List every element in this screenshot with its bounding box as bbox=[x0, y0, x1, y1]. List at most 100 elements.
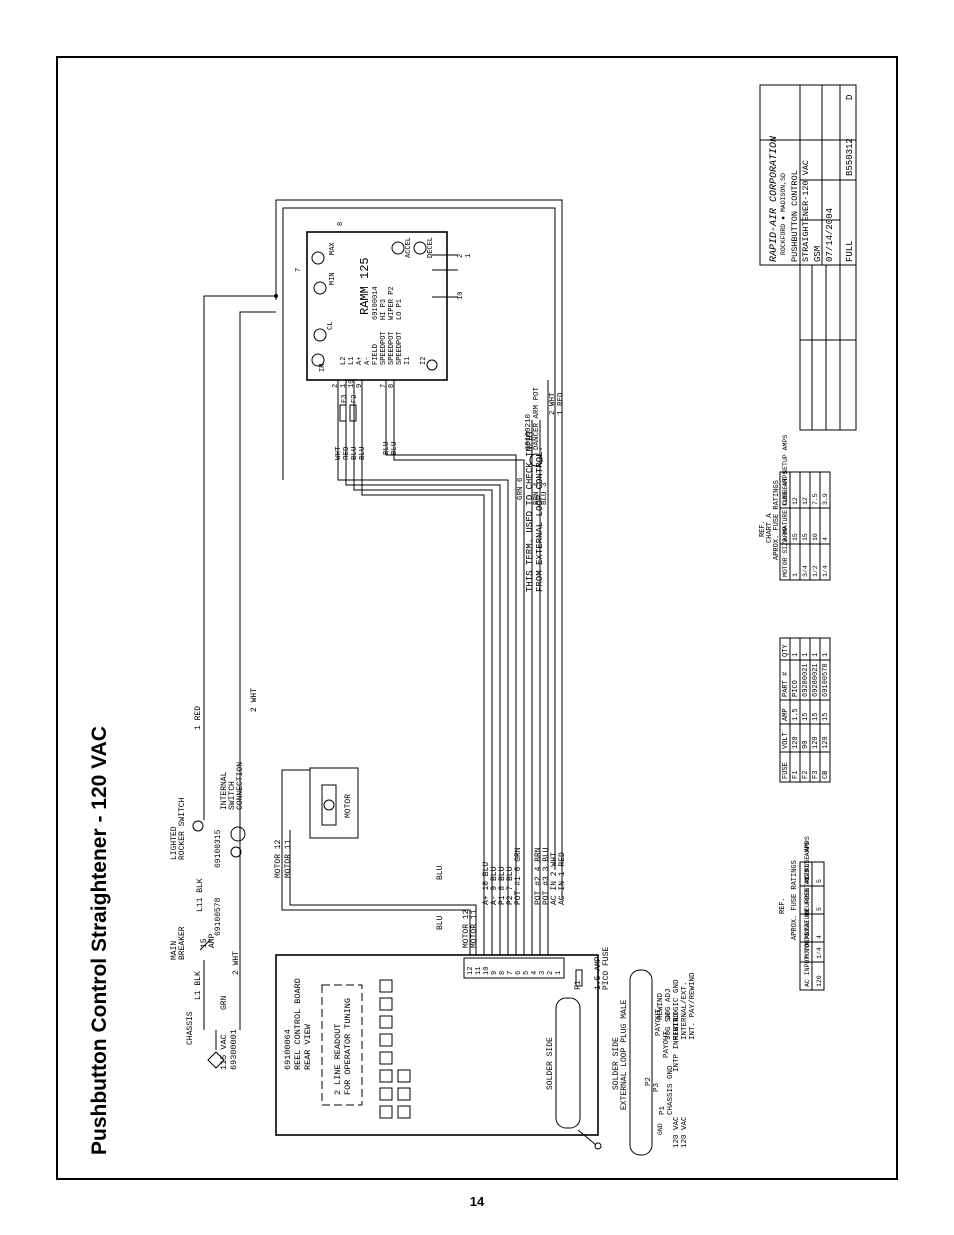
fuse-f3 bbox=[339, 404, 347, 422]
motor12-label-b: MOTOR 12 bbox=[462, 909, 471, 948]
board-button bbox=[379, 979, 393, 993]
ramm-pin-7: 7 bbox=[380, 384, 388, 388]
terminal-entry: POT #1 6 GRN bbox=[514, 847, 523, 905]
table-cell: F3 bbox=[812, 771, 820, 779]
board-button bbox=[379, 1069, 393, 1083]
terminal-entry: P2 7 BLU bbox=[506, 866, 515, 905]
board-pin: 5 bbox=[523, 971, 531, 975]
table-border bbox=[779, 637, 831, 783]
accel-trimpot bbox=[391, 241, 405, 255]
rocker-label-2: ROCKER SWITCH bbox=[178, 797, 187, 860]
wht2-label: 2 WHT bbox=[232, 951, 241, 975]
company-location: ROCKFORD ● MADISON,SD bbox=[780, 173, 787, 255]
l1-blk-label: L1 BLK bbox=[194, 971, 203, 1000]
fuse-f3-label: F3 bbox=[341, 395, 349, 403]
breaker-label-2: BREAKER bbox=[178, 926, 187, 960]
switch-part: 69100315 bbox=[214, 829, 223, 868]
table-cell: 5 bbox=[816, 879, 823, 883]
ramm-right-pin-2: 2 bbox=[457, 254, 465, 258]
motor-icon bbox=[323, 799, 335, 811]
pot-part-number: 69100210 bbox=[525, 413, 533, 450]
table-cell: 120 bbox=[816, 975, 823, 987]
terminal-i2: I2 bbox=[420, 357, 428, 365]
terminal-i1: I1 bbox=[404, 357, 412, 365]
wire-blu-1: BLU bbox=[351, 446, 359, 460]
decel-label: DECEL bbox=[427, 237, 435, 258]
table-cell: 1 bbox=[822, 653, 830, 657]
wire-brn4: BRN 4 bbox=[533, 482, 541, 505]
table-cell: 15 bbox=[802, 533, 809, 541]
plug-signal: PAYOUT bbox=[655, 1008, 663, 1036]
board-button bbox=[379, 1051, 393, 1065]
cl-label: CL bbox=[327, 322, 335, 330]
wire-wht: WHT bbox=[335, 446, 343, 460]
board-pin: 2 bbox=[547, 971, 555, 975]
table-border bbox=[779, 471, 831, 581]
drawing-date: 07/14/2004 bbox=[825, 208, 835, 262]
ramm-right-pin-8: 8 bbox=[337, 222, 345, 226]
board-pin: 1 bbox=[555, 971, 563, 975]
table-header: ARMATURE FUSE AMPS bbox=[804, 869, 811, 939]
plug-body bbox=[629, 969, 653, 1156]
wire-blu-3: BLU bbox=[383, 441, 391, 455]
motor11-label-a: MOTOR 11 bbox=[284, 839, 293, 878]
table-header: AC FUSE AMPS bbox=[804, 836, 811, 883]
table-header: MOTOR SIZE HP bbox=[782, 526, 789, 577]
terminal-l1: L1 bbox=[348, 357, 356, 365]
table-cell: 90 bbox=[802, 741, 810, 749]
terminal-l2: L2 bbox=[340, 357, 348, 365]
board-pin: 8 bbox=[499, 971, 507, 975]
plug-signal: INTP INHIBIT bbox=[673, 1017, 681, 1072]
table-cell: F1 bbox=[792, 771, 800, 779]
drawn-by: GSM bbox=[813, 246, 823, 262]
wire-grn6: GRN 6 bbox=[517, 477, 525, 500]
drawing-scale: FULL bbox=[845, 240, 855, 262]
fuse-f2-label: F2 bbox=[351, 395, 359, 403]
board-pin: 4 bbox=[531, 971, 539, 975]
table-cell: 1/4 bbox=[822, 565, 829, 577]
board-pin: 3 bbox=[539, 971, 547, 975]
motor11-label-b: MOTOR 11 bbox=[470, 909, 479, 948]
plug-gnd-label: GND bbox=[657, 1123, 664, 1135]
ramm-pin-8: 8 bbox=[388, 384, 396, 388]
table-cell: 3/4 bbox=[802, 565, 809, 577]
drawing-number: B550312 bbox=[845, 138, 855, 176]
decel-trimpot bbox=[413, 241, 427, 255]
drawing-title-1: PUSHBUTTON CONTROL bbox=[790, 170, 800, 262]
reel-board-name: REEL CONTROL BOARD bbox=[293, 978, 303, 1070]
readout-line-2: FOR OPERATOR TUNING bbox=[343, 998, 353, 1095]
ramm-mount-hole bbox=[426, 359, 438, 371]
board-pin: 9 bbox=[491, 971, 499, 975]
table-header: FUSE bbox=[782, 762, 790, 779]
board-terminal-strip bbox=[463, 957, 565, 979]
reel-control-board: 69100064 REEL CONTROL BOARD REAR VIEW 2 … bbox=[275, 947, 611, 1150]
table-header: VOLT bbox=[782, 732, 790, 749]
terminal-speedpot-lo: SPEEDPOT bbox=[396, 331, 404, 365]
title-block: RAPID-AIR CORPORATION ROCKFORD ● MADISON… bbox=[759, 84, 857, 431]
fuse-f2 bbox=[349, 404, 357, 422]
internal-label-3: CONNECTION bbox=[236, 762, 245, 810]
ramm-part: 69100014 bbox=[372, 286, 380, 320]
chassis-label: CHASSIS bbox=[186, 1011, 195, 1045]
board-button bbox=[379, 1015, 393, 1029]
table-cell: 10 bbox=[812, 533, 819, 541]
table-cell: 120 bbox=[822, 736, 830, 749]
terminal-entry: A+ 10 BLU bbox=[482, 862, 491, 905]
plug-part-number: 69300001 bbox=[229, 1029, 239, 1070]
company-name: RAPID-AIR CORPORATION bbox=[769, 136, 780, 262]
board-pin: 10 bbox=[483, 967, 491, 975]
wire-blu-2: BLU bbox=[359, 446, 367, 460]
table-cell: 4 bbox=[822, 537, 829, 541]
table-cell: CB bbox=[822, 771, 830, 779]
plug-signal: P2 bbox=[645, 1077, 653, 1086]
power-entry: 115 VAC 69300001 CHASSIS GRN L1 BLK 2 WH… bbox=[170, 762, 246, 1070]
board-button bbox=[379, 1105, 393, 1119]
table-cell: 1 bbox=[792, 653, 800, 657]
plug-signal: P1 bbox=[659, 1105, 667, 1115]
note-line-1: THIS TERM. USED TO CHECK INPUT bbox=[525, 429, 535, 592]
internal-label-2: SWITCH bbox=[228, 781, 237, 810]
board-button bbox=[397, 1087, 411, 1101]
table-header: CURRENT LIMIT AMPS bbox=[804, 841, 811, 911]
plug-signal: PAYOUT bbox=[663, 1030, 671, 1058]
